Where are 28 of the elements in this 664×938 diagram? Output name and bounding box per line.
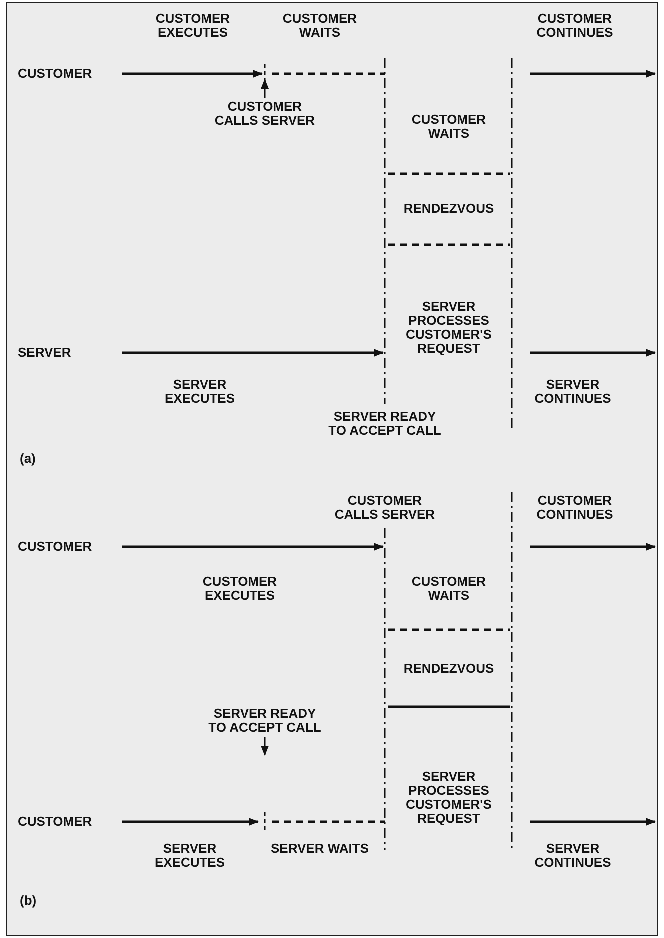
state-label: SERVER PROCESSES CUSTOMER'S REQUEST [405,770,493,826]
task-name: SERVER [18,346,72,360]
event-label: SERVER READY TO ACCEPT CALL [328,410,442,438]
task-name: CUSTOMER [18,67,92,81]
state-label: CUSTOMER CONTINUES [536,12,614,40]
state-label: RENDEZVOUS [402,202,496,216]
state-label: SERVER CONTINUES [534,842,612,870]
panel-label: (b) [20,894,37,908]
state-label: SERVER EXECUTES [164,378,236,406]
state-label: CUSTOMER WAITS [282,12,358,40]
task-name: CUSTOMER [18,540,92,554]
state-label: CUSTOMER WAITS [410,113,488,141]
event-label: CUSTOMER CALLS SERVER [210,100,320,128]
state-label: CUSTOMER EXECUTES [202,575,278,603]
state-label: SERVER EXECUTES [154,842,226,870]
state-label: CUSTOMER EXECUTES [154,12,232,40]
state-label: CUSTOMER WAITS [410,575,488,603]
leader-arrow [261,79,269,98]
state-label: RENDEZVOUS [402,662,496,676]
state-label: SERVER PROCESSES CUSTOMER'S REQUEST [405,300,493,356]
state-label: CUSTOMER CONTINUES [536,494,614,522]
task-name: CUSTOMER [18,815,92,829]
leader-arrow [261,737,269,756]
event-label: SERVER READY TO ACCEPT CALL [206,707,324,735]
state-label: SERVER CONTINUES [534,378,612,406]
state-label: SERVER WAITS [270,842,370,856]
panel-label: (a) [20,452,36,466]
event-label: CUSTOMER CALLS SERVER [334,494,436,522]
